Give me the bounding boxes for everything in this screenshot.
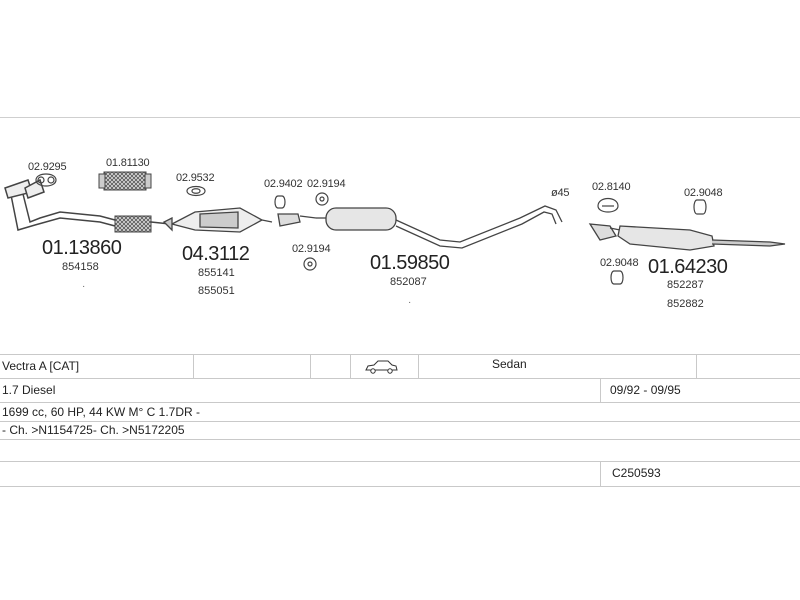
- clamp-icon-3[interactable]: [610, 270, 624, 285]
- specs-cell: 1699 cc, 60 HP, 44 KW M° C 1.7DR -: [2, 405, 200, 419]
- table-row-code: C250593: [0, 462, 800, 487]
- marker-dot-2: ·: [408, 297, 412, 308]
- divider: [600, 462, 601, 486]
- middle-silencer-code: 852087: [390, 276, 427, 288]
- divider: [696, 355, 697, 378]
- divider: [600, 379, 601, 402]
- middle-silencer-ref: 01.59850: [370, 252, 450, 274]
- rear-silencer-ref: 01.64230: [648, 256, 728, 278]
- flex-pipe[interactable]: [98, 171, 152, 191]
- rear-silencer-code-1: 852287: [667, 279, 704, 291]
- body-type-cell: Sedan: [492, 357, 527, 371]
- table-row-engine: 1.7 Diesel 09/92 - 09/95: [0, 379, 800, 403]
- top-border: [0, 117, 800, 118]
- table-row-empty: [0, 440, 800, 462]
- rear-silencer[interactable]: [588, 223, 786, 251]
- clamp-icon[interactable]: [274, 195, 286, 209]
- catalytic-converter-ref: 04.3112: [182, 243, 250, 265]
- hanger-icon[interactable]: [597, 197, 619, 213]
- clamp-ref-3: 02.9048: [600, 257, 639, 269]
- rear-silencer-code-2: 852882: [667, 298, 704, 310]
- engine-cell: 1.7 Diesel: [2, 383, 56, 397]
- flex-pipe-ref: 01.81130: [106, 157, 150, 169]
- chassis-cell: - Ch. >N1154725- Ch. >N5172205: [2, 423, 185, 437]
- catalytic-converter-code-1: 855141: [198, 267, 235, 279]
- clamp-icon-2[interactable]: [693, 199, 707, 215]
- table-top-border: [0, 354, 800, 355]
- clamp-ref: 02.9402: [264, 178, 303, 190]
- gasket-ref: 02.9295: [28, 161, 67, 173]
- front-pipe-code: 854158: [62, 261, 99, 273]
- divider: [418, 355, 419, 378]
- rubber-mount-icon[interactable]: [315, 192, 329, 206]
- divider: [193, 355, 194, 378]
- gasket-icon[interactable]: [35, 173, 57, 187]
- divider: [310, 355, 311, 378]
- hanger-ref: 02.8140: [592, 181, 631, 193]
- table-row-chassis: - Ch. >N1154725- Ch. >N5172205: [0, 422, 800, 440]
- model-cell: Vectra A [CAT]: [2, 359, 80, 373]
- divider: [350, 355, 351, 378]
- marker-dot: ·: [82, 281, 86, 292]
- rubber-mount-ref-2: 02.9194: [292, 243, 331, 255]
- front-pipe-ref: 01.13860: [42, 237, 122, 259]
- seal-ring-ref: 02.9532: [176, 172, 215, 184]
- sedan-car-icon: [364, 355, 414, 378]
- table-row-specs: 1699 cc, 60 HP, 44 KW M° C 1.7DR -: [0, 403, 800, 422]
- connector-pipe[interactable]: [277, 213, 317, 227]
- years-cell: 09/92 - 09/95: [610, 383, 681, 397]
- clamp-ref-2: 02.9048: [684, 187, 723, 199]
- rubber-mount-ref: 02.9194: [307, 178, 346, 190]
- seal-ring-icon[interactable]: [186, 185, 206, 197]
- pipe-diameter-label: ø45: [551, 187, 570, 199]
- table-row-model: Vectra A [CAT] Sedan: [0, 355, 800, 379]
- catalog-code-cell: C250593: [612, 466, 661, 480]
- catalytic-converter-code-2: 855051: [198, 285, 235, 297]
- rubber-mount-icon-2[interactable]: [303, 257, 317, 271]
- flex-joint[interactable]: [114, 215, 152, 233]
- middle-silencer[interactable]: [316, 205, 563, 249]
- catalytic-converter[interactable]: [162, 207, 273, 233]
